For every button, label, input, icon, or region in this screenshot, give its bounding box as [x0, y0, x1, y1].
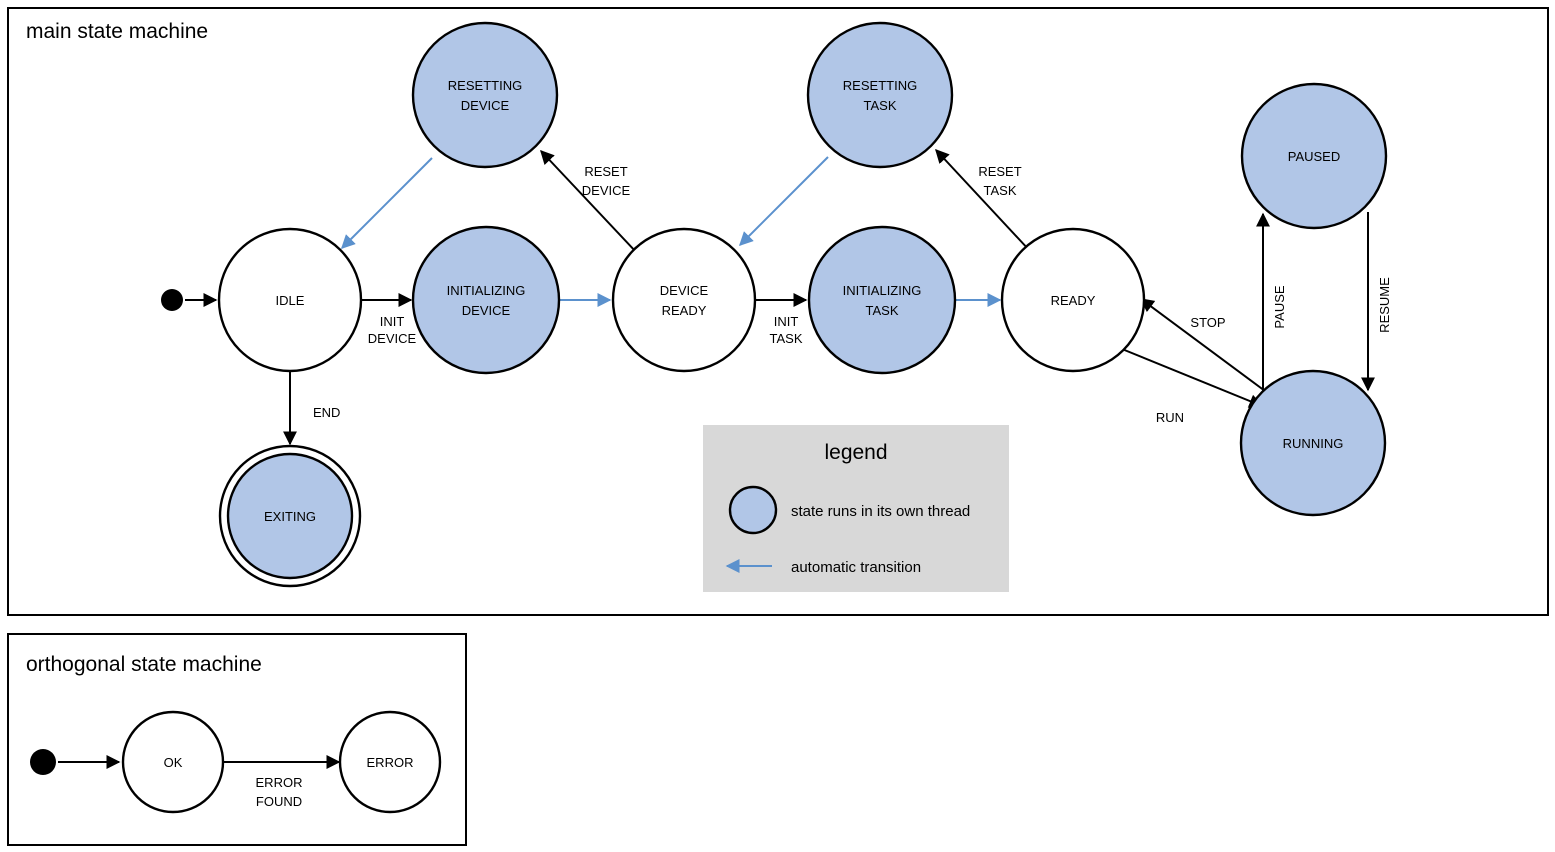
edge-label-run: RUN: [1156, 410, 1184, 425]
state-running-label: RUNNING: [1283, 436, 1344, 451]
state-initializing-device[interactable]: INITIALIZING DEVICE: [411, 225, 561, 375]
edge-label-end: END: [313, 405, 340, 420]
state-resetting-task-label-line2: TASK: [864, 98, 897, 113]
edge-label-pause: PAUSE: [1272, 285, 1287, 328]
edge-label-reset-task-line2: TASK: [984, 183, 1017, 198]
state-ready[interactable]: READY: [1000, 227, 1146, 373]
state-resetting-task-label-line1: RESETTING: [843, 78, 917, 93]
state-ok-label: OK: [164, 755, 183, 770]
legend-auto-label: automatic transition: [791, 559, 921, 576]
state-ok-shape[interactable]: [121, 710, 225, 814]
edge-label-init-task-line2: TASK: [770, 331, 803, 346]
state-initializing-task-label-line2: TASK: [866, 303, 899, 318]
edge-resetting-task-to-device-ready: [739, 156, 829, 246]
orthogonal-state-machine-frame: orthogonal state machine ERROR FOUND OK …: [7, 633, 467, 846]
state-resetting-device-shape[interactable]: [411, 21, 559, 169]
state-resetting-device[interactable]: RESETTING DEVICE: [411, 21, 559, 169]
edge-running-to-ready: [1139, 298, 1266, 392]
edge-ready-to-resetting-task: [935, 148, 1031, 252]
state-idle-shape[interactable]: [217, 227, 363, 373]
state-paused[interactable]: PAUSED: [1240, 82, 1388, 230]
state-exiting-shape[interactable]: [226, 452, 354, 580]
orthogonal-frame-title: orthogonal state machine: [26, 653, 262, 676]
edge-label-reset-task-line1: RESET: [978, 164, 1021, 179]
edge-label-error-found-line1: ERROR: [256, 775, 303, 790]
state-initializing-task-label-line1: INITIALIZING: [843, 283, 922, 298]
edge-label-init-task-line1: INIT: [774, 314, 799, 329]
state-running-shape[interactable]: [1239, 369, 1387, 517]
state-resetting-device-label-line2: DEVICE: [461, 98, 510, 113]
edge-label-reset-device-line2: DEVICE: [582, 183, 631, 198]
state-ready-label: READY: [1051, 293, 1096, 308]
main-frame-title: main state machine: [26, 20, 208, 43]
state-device-ready-shape[interactable]: [611, 227, 757, 373]
state-resetting-device-label-line1: RESETTING: [448, 78, 522, 93]
edge-label-reset-device-line1: RESET: [584, 164, 627, 179]
state-error[interactable]: ERROR: [338, 710, 442, 814]
state-idle[interactable]: IDLE: [217, 227, 363, 373]
state-initializing-device-label-line1: INITIALIZING: [447, 283, 526, 298]
state-error-shape[interactable]: [338, 710, 442, 814]
edge-label-init-device-line2: DEVICE: [368, 331, 417, 346]
state-device-ready-label-line1: DEVICE: [660, 283, 709, 298]
orthogonal-initial-state-dot: [30, 749, 56, 775]
state-device-ready-label-line2: READY: [662, 303, 707, 318]
state-exiting-label: EXITING: [264, 509, 316, 524]
state-running[interactable]: RUNNING: [1239, 369, 1387, 517]
state-resetting-task-shape[interactable]: [806, 21, 954, 169]
state-resetting-task[interactable]: RESETTING TASK: [806, 21, 954, 169]
edge-label-stop: STOP: [1190, 315, 1225, 330]
legend-thread-label: state runs in its own thread: [791, 503, 970, 520]
edge-label-init-device-line1: INIT: [380, 314, 405, 329]
states-layer: IDLE RESETTING DEVICE INITIALIZING DEVIC…: [161, 21, 1388, 588]
state-exiting-outer-ring: [218, 444, 362, 588]
state-device-ready[interactable]: DEVICE READY: [611, 227, 757, 373]
transitions-layer: INIT DEVICE RESET DEVICE END INIT TASK R…: [185, 148, 1392, 446]
state-initializing-task[interactable]: INITIALIZING TASK: [807, 225, 957, 375]
edge-ready-to-running: [1121, 348, 1264, 408]
edge-label-error-found-line2: FOUND: [256, 794, 302, 809]
edge-resetting-device-to-idle: [341, 157, 433, 249]
state-exiting[interactable]: EXITING: [218, 444, 362, 588]
legend-title: legend: [824, 441, 887, 464]
state-paused-label: PAUSED: [1288, 149, 1341, 164]
state-initializing-device-shape[interactable]: [411, 225, 561, 375]
state-ready-shape[interactable]: [1000, 227, 1146, 373]
state-idle-label: IDLE: [276, 293, 305, 308]
state-paused-shape[interactable]: [1240, 82, 1388, 230]
state-initializing-task-shape[interactable]: [807, 225, 957, 375]
edge-label-resume: RESUME: [1377, 277, 1392, 333]
initial-state-dot: [161, 289, 183, 311]
state-ok[interactable]: OK: [121, 710, 225, 814]
legend-thread-swatch-icon: [728, 485, 778, 535]
legend: legend state runs in its own thread auto…: [703, 425, 1009, 592]
state-error-label: ERROR: [367, 755, 414, 770]
state-initializing-device-label-line2: DEVICE: [462, 303, 511, 318]
edge-device-ready-to-resetting-device: [540, 149, 638, 254]
